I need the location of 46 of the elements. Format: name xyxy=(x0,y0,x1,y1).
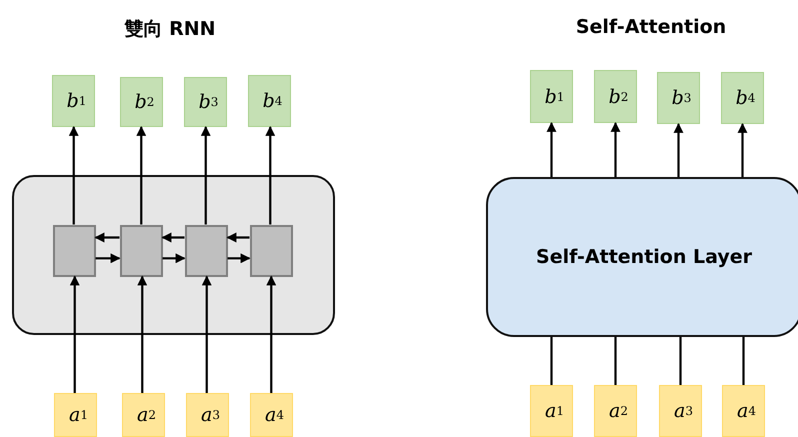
arrow xyxy=(137,276,148,393)
arrow xyxy=(94,232,120,242)
panel-title: Self-Attention xyxy=(576,16,726,38)
arrow xyxy=(265,126,276,224)
input-box: a$^{3}$ xyxy=(186,393,229,437)
output-box: b$^{2}$ xyxy=(594,70,637,123)
arrow xyxy=(266,276,276,393)
arrow xyxy=(68,126,79,224)
rnn-cell xyxy=(250,224,292,276)
output-box: b$^{3}$ xyxy=(657,72,700,124)
rnn-cell xyxy=(52,224,96,276)
arrow xyxy=(202,276,212,393)
connector-line xyxy=(742,337,745,385)
connector-line xyxy=(550,337,553,385)
arrow xyxy=(96,253,120,264)
arrow xyxy=(228,253,250,264)
output-box: b$^{2}$ xyxy=(120,77,163,127)
connector-line xyxy=(614,337,617,385)
rnn-cell xyxy=(184,224,228,276)
arrow xyxy=(546,122,556,177)
arrow xyxy=(610,122,620,177)
input-box: a$^{3}$ xyxy=(659,385,702,437)
self-attention-layer-box: Self-Attention Layer xyxy=(486,177,798,337)
output-box: b$^{4}$ xyxy=(248,75,291,127)
output-box: b$^{1}$ xyxy=(530,70,573,123)
arrow xyxy=(162,232,184,242)
rnn-block xyxy=(12,175,335,335)
input-box: a$^{4}$ xyxy=(250,393,293,437)
output-box: b$^{3}$ xyxy=(184,77,227,127)
arrow xyxy=(136,126,146,224)
panel-title: 雙向 RNN xyxy=(124,17,216,42)
input-box: a$^{4}$ xyxy=(722,385,765,437)
arrow xyxy=(70,276,80,393)
rnn-cell xyxy=(120,224,162,276)
input-box: a$^{2}$ xyxy=(594,385,637,437)
input-box: a$^{1}$ xyxy=(530,385,573,437)
arrow xyxy=(162,253,186,264)
arrow xyxy=(674,123,684,177)
input-box: a$^{1}$ xyxy=(54,393,97,437)
input-box: a$^{2}$ xyxy=(122,393,165,437)
arrow xyxy=(738,123,748,177)
arrow xyxy=(226,232,250,242)
arrow xyxy=(200,126,211,224)
output-box: b$^{1}$ xyxy=(52,75,95,127)
connector-line xyxy=(679,337,682,385)
output-box: b$^{4}$ xyxy=(721,72,764,124)
